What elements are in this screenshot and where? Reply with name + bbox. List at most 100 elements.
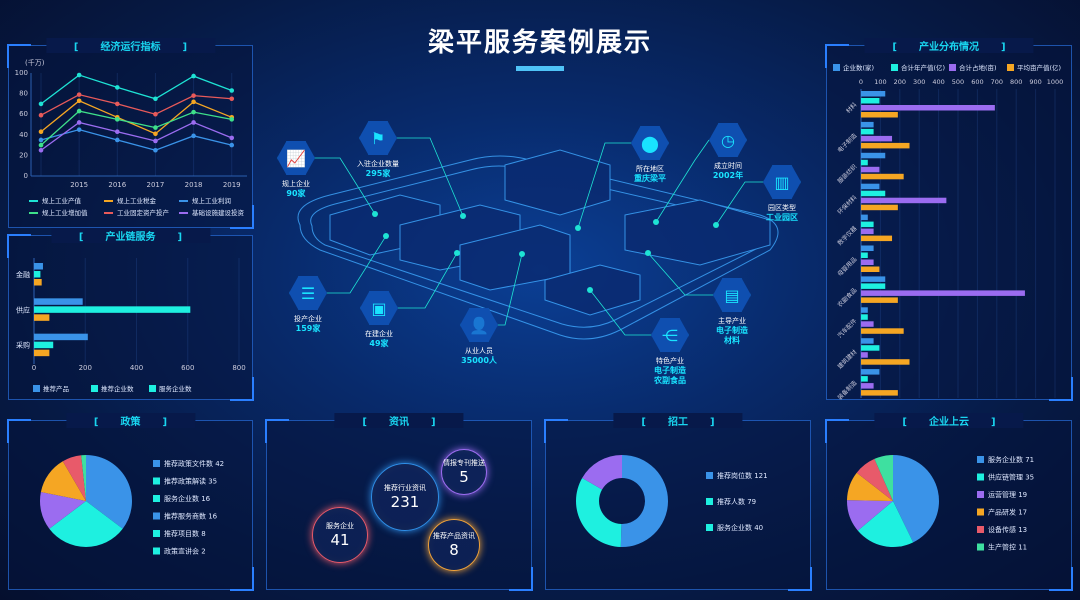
bar bbox=[34, 279, 42, 286]
x-tick-label: 0 bbox=[859, 78, 863, 86]
stat-label: 成立时间 bbox=[714, 162, 742, 170]
pie-slice bbox=[81, 455, 86, 501]
layers-icon: ☰ bbox=[289, 276, 327, 310]
category-label: 建筑建材 bbox=[836, 348, 859, 371]
bubble-label: 推荐行业资讯 bbox=[384, 484, 426, 492]
pie-slice bbox=[620, 455, 668, 547]
pie-slice bbox=[874, 455, 893, 501]
data-point bbox=[153, 125, 158, 130]
legend-swatch bbox=[977, 491, 984, 498]
series-line bbox=[40, 121, 232, 151]
data-point bbox=[76, 92, 82, 97]
bar bbox=[34, 333, 88, 341]
bar bbox=[861, 352, 868, 358]
category-label: 装备制造 bbox=[836, 379, 859, 401]
stat-label: 从业人员 bbox=[465, 347, 493, 355]
legend-swatch bbox=[833, 64, 840, 71]
bar bbox=[861, 297, 898, 303]
bar bbox=[861, 321, 874, 327]
x-tick-label: 200 bbox=[894, 78, 906, 86]
data-point bbox=[153, 111, 158, 117]
data-point bbox=[229, 142, 235, 148]
stat-value: 159家 bbox=[295, 324, 321, 333]
legend-label: 规上工业产值 bbox=[42, 196, 82, 205]
data-point bbox=[229, 117, 235, 122]
data-point bbox=[114, 85, 120, 90]
y-tick-label: 60 bbox=[19, 110, 28, 118]
stat-value: 电子制造 bbox=[716, 326, 748, 335]
data-point bbox=[114, 137, 120, 143]
stat-label: 入驻企业数量 bbox=[357, 160, 399, 168]
legend-swatch bbox=[977, 456, 984, 463]
presentation-chart-icon: 📈 bbox=[277, 141, 315, 175]
bar bbox=[861, 338, 874, 344]
bubble-label: 推荐产品资讯 bbox=[433, 532, 475, 540]
data-point bbox=[191, 109, 196, 115]
x-tick-label: 800 bbox=[1010, 78, 1022, 86]
legend-label: 政策宣讲会 2 bbox=[164, 547, 206, 556]
pie-slice bbox=[893, 455, 939, 543]
bar bbox=[861, 190, 886, 197]
stat-label: 主导产业 bbox=[718, 317, 746, 325]
legend-swatch bbox=[29, 212, 38, 214]
bar bbox=[861, 128, 874, 135]
bar bbox=[34, 341, 54, 349]
bar bbox=[861, 204, 898, 211]
y-tick-label: 80 bbox=[19, 90, 28, 98]
x-tick-label: 2017 bbox=[147, 181, 165, 189]
x-tick-label: 2019 bbox=[223, 181, 241, 189]
legend-label: 供应链管理 35 bbox=[988, 473, 1034, 482]
bar bbox=[861, 376, 868, 382]
stat-location[interactable]: ⬤所在地区重庆梁平 bbox=[631, 126, 669, 184]
bar bbox=[861, 359, 910, 365]
stat-featured-industry[interactable]: ⋲特色产业电子制造农副食品 bbox=[651, 318, 689, 386]
stat-value: 电子制造 bbox=[654, 366, 686, 375]
stat-park-type[interactable]: ▥园区类型工业园区 bbox=[763, 165, 801, 223]
category-label: 电子制造 bbox=[836, 132, 859, 155]
series-line bbox=[40, 110, 232, 146]
bar bbox=[861, 266, 880, 272]
x-tick-label: 400 bbox=[130, 364, 143, 372]
x-tick-label: 2015 bbox=[70, 181, 88, 189]
legend-swatch bbox=[153, 477, 160, 485]
x-tick-label: 1000 bbox=[1047, 78, 1064, 86]
legend-label: 设备传感 13 bbox=[988, 525, 1027, 534]
bar bbox=[861, 259, 874, 265]
page-title: 梁平服务案例展示 bbox=[427, 28, 652, 58]
legend-label: 规上工业税金 bbox=[117, 196, 157, 205]
legend-swatch bbox=[153, 512, 160, 520]
legend-swatch bbox=[179, 212, 188, 214]
bar bbox=[861, 252, 868, 258]
bubble-label: 情报专刊推送 bbox=[443, 459, 485, 467]
panel-title: [资讯] bbox=[334, 413, 464, 428]
bar bbox=[861, 142, 910, 149]
data-point bbox=[114, 101, 120, 107]
stat-value: 重庆梁平 bbox=[634, 174, 666, 183]
legend-swatch bbox=[706, 498, 713, 505]
bar bbox=[861, 112, 898, 118]
stat-value: 工业园区 bbox=[766, 213, 798, 222]
legend-label: 推荐政策解读 35 bbox=[164, 477, 217, 486]
stat-label: 在建企业 bbox=[365, 330, 393, 338]
stat-leading-industry[interactable]: ▤主导产业电子制造材料 bbox=[713, 278, 751, 346]
bar bbox=[861, 183, 880, 190]
bar bbox=[861, 290, 1025, 296]
data-point bbox=[114, 129, 120, 135]
